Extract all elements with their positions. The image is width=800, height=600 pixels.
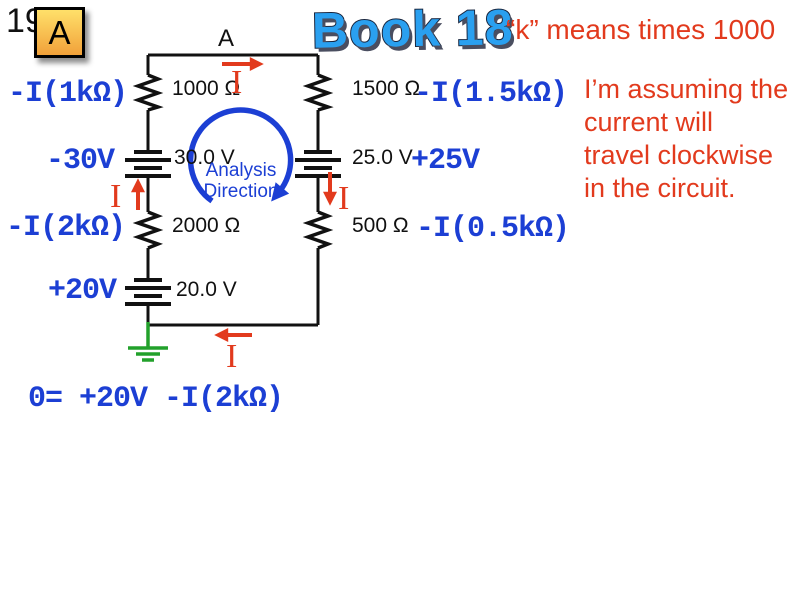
analysis-direction-label: Analysis Direction: [186, 160, 296, 202]
kvl-term-25v: +25V: [411, 144, 480, 178]
kvl-equation: 0= +20V -I(2kΩ): [28, 382, 284, 416]
current-label-top: I: [231, 64, 243, 101]
current-label-right: I: [338, 180, 350, 217]
value-500-ohm: 500 Ω: [352, 214, 409, 237]
assumption-note-line: in the circuit.: [584, 173, 736, 203]
kvl-term-2k: -I(2kΩ): [6, 211, 126, 245]
resistor-1500-ohm: [302, 73, 334, 112]
kvl-term-1k: -I(1kΩ): [8, 77, 128, 111]
circuit-wires: [146, 53, 320, 327]
analysis-direction-line1: Analysis: [205, 160, 277, 181]
slide-tag-letter: A: [48, 14, 71, 51]
value-1000-ohm: 1000 Ω: [172, 77, 241, 100]
value-25v: 25.0 V: [352, 146, 413, 169]
kvl-term-20v: +20V: [48, 274, 117, 308]
kvl-term-0-5k: -I(0.5kΩ): [416, 212, 570, 246]
assumption-note-line: current will: [584, 107, 714, 137]
analysis-direction-arc: [187, 107, 294, 204]
assumption-note-line: I’m assuming the: [584, 74, 789, 104]
analysis-direction-line2: Direction: [203, 181, 279, 202]
battery-30v: [125, 150, 171, 178]
assumption-note: I’m assuming the current will travel clo…: [584, 73, 788, 205]
ground-symbol: [128, 322, 168, 362]
resistor-500-ohm: [302, 210, 334, 250]
book-title: Book 18: [311, 0, 515, 60]
resistor-1000-ohm: [132, 73, 164, 112]
assumption-note-line: travel clockwise: [584, 140, 774, 170]
kvl-term-30v: -30V: [46, 144, 115, 178]
value-20v: 20.0 V: [176, 278, 237, 301]
value-1500-ohm: 1500 Ω: [352, 77, 421, 100]
k-means-note: “k” means times 1000: [506, 14, 776, 45]
node-a-label: A: [218, 25, 235, 52]
current-label-left: I: [110, 178, 122, 215]
slide-tag-box: A: [34, 7, 85, 58]
kvl-term-1-5k: -I(1.5kΩ): [414, 77, 568, 111]
resistor-2000-ohm: [132, 210, 164, 250]
battery-25v: [295, 150, 341, 178]
current-label-bottom: I: [226, 338, 238, 375]
battery-20v: [125, 278, 171, 306]
value-2000-ohm: 2000 Ω: [172, 214, 241, 237]
value-30v: 30.0 V: [174, 146, 235, 169]
